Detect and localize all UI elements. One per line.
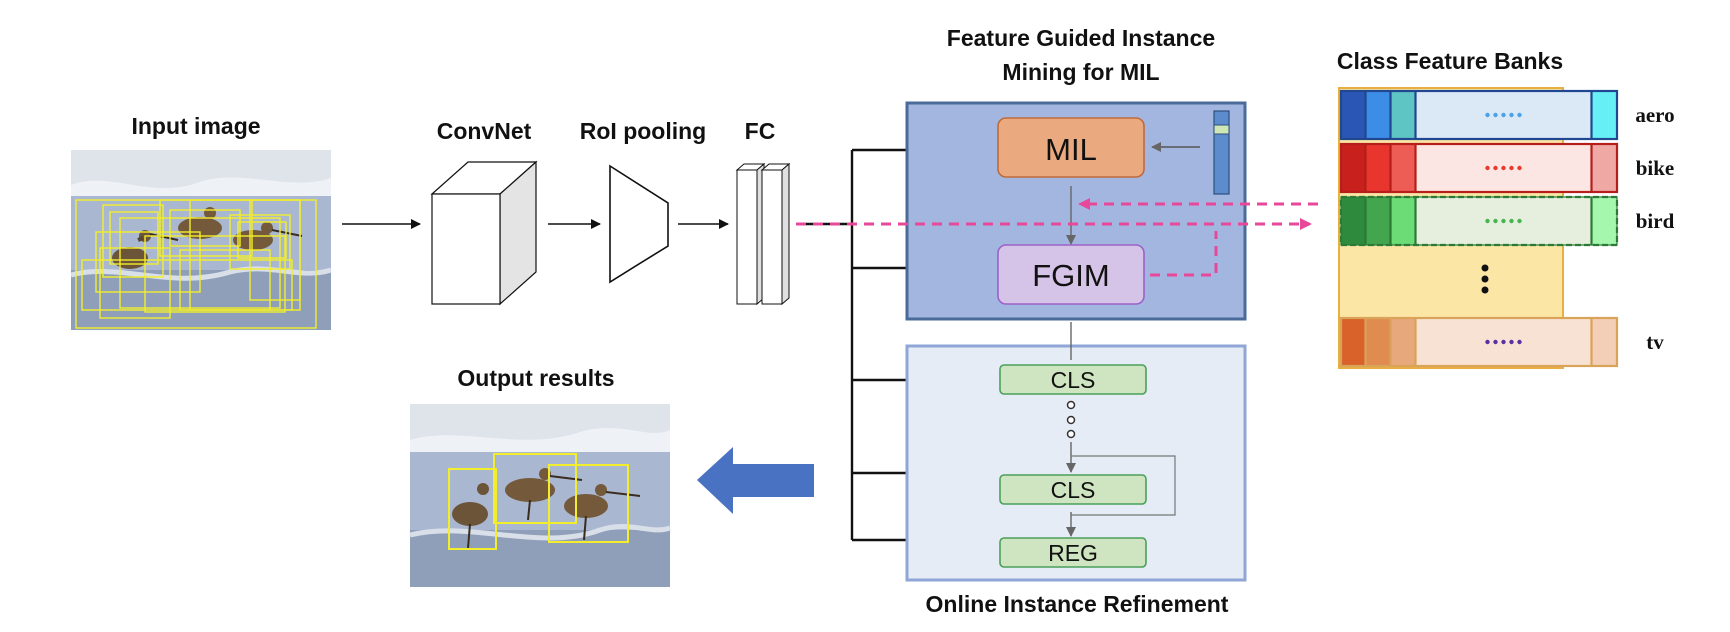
bank-row-bike: bike: [1339, 142, 1675, 194]
mil-box: [997, 117, 1145, 178]
feature-bank-update-arrows: [796, 198, 1318, 277]
output-arrow: [697, 447, 814, 514]
oir-label: Online Instance Refinement: [926, 591, 1229, 617]
bank-dot: [1501, 339, 1506, 345]
cls-box-2: [999, 474, 1147, 505]
bank-dot: [1517, 218, 1522, 224]
bank-dot: [1493, 165, 1498, 171]
bank-dot: [1509, 165, 1514, 171]
bank-dot: [1485, 112, 1490, 118]
class-feature-banks-label: Class Feature Banks: [1337, 48, 1563, 74]
bank-dot: [1501, 165, 1506, 171]
bank-dot: [1517, 112, 1522, 118]
bank-cell: [1390, 90, 1416, 140]
bank-dot: [1517, 339, 1522, 345]
reg-box: [999, 537, 1147, 568]
feature-banks: aero bike bird tv: [1339, 89, 1675, 368]
bank-label-aero: aero: [1635, 103, 1674, 127]
bank-dot: [1493, 112, 1498, 118]
bank-label-tv: tv: [1646, 330, 1664, 354]
bank-label-bike: bike: [1636, 156, 1675, 180]
bank-cell: [1591, 143, 1618, 193]
cls-1-label: CLS: [1051, 367, 1096, 393]
bank-cell: [1365, 90, 1391, 140]
fgim-label: FGIM: [1032, 258, 1110, 293]
bank-dot: [1517, 165, 1522, 171]
bank-dot: [1485, 218, 1490, 224]
bank-label-bird: bird: [1636, 209, 1675, 233]
cls-box-1: [999, 364, 1147, 395]
bank-cell: [1340, 143, 1366, 193]
bank-cell: [1365, 143, 1391, 193]
cls-to-reg-connector: [1071, 455, 1176, 516]
bank-dot: [1509, 218, 1514, 224]
bank-dot: [1493, 339, 1498, 345]
reg-label: REG: [1048, 540, 1098, 566]
bank-cell: [1365, 317, 1391, 367]
bank-dot: [1485, 165, 1490, 171]
bank-dot: [1485, 339, 1490, 345]
bank-dot: [1501, 218, 1506, 224]
bank-cell: [1591, 317, 1618, 367]
fgim-title-line2: Mining for MIL: [1002, 59, 1159, 85]
bank-cell: [1390, 143, 1416, 193]
bank-cell: [1591, 90, 1618, 140]
bank-dot: [1509, 112, 1514, 118]
convnet-label: ConvNet: [437, 118, 532, 144]
output-results-label: Output results: [457, 365, 614, 391]
bank-dot: [1501, 112, 1506, 118]
bank-cell: [1365, 196, 1391, 246]
fgim-box: [997, 244, 1145, 305]
bank-cell: [1591, 196, 1618, 246]
fc-label: FC: [745, 118, 776, 144]
bank-cell: [1390, 317, 1416, 367]
cls-ellipsis: [1066, 400, 1076, 439]
roi-pooling-label: RoI pooling: [580, 118, 706, 144]
mil-label: MIL: [1045, 132, 1097, 167]
bank-dot: [1493, 218, 1498, 224]
input-image-label: Input image: [131, 113, 260, 139]
convnet-cube: [430, 160, 538, 306]
bank-row-aero: aero: [1339, 89, 1675, 141]
score-bar-icon: [1213, 110, 1230, 195]
banks-vertical-ellipsis: [1481, 264, 1489, 294]
input-image: [70, 150, 332, 330]
bank-cell: [1340, 90, 1366, 140]
cls-2-label: CLS: [1051, 477, 1096, 503]
roi-pooling-trapezoid: [609, 164, 669, 284]
bank-cell: [1340, 196, 1366, 246]
fgim-title-line1: Feature Guided Instance: [947, 25, 1215, 51]
bank-cell: [1390, 196, 1416, 246]
fc-layers: [735, 162, 791, 306]
output-image: [409, 404, 671, 587]
bank-row-bird: bird: [1339, 195, 1675, 247]
bank-dot: [1509, 339, 1514, 345]
bank-cell: [1340, 317, 1366, 367]
bank-row-tv: tv: [1339, 316, 1664, 368]
